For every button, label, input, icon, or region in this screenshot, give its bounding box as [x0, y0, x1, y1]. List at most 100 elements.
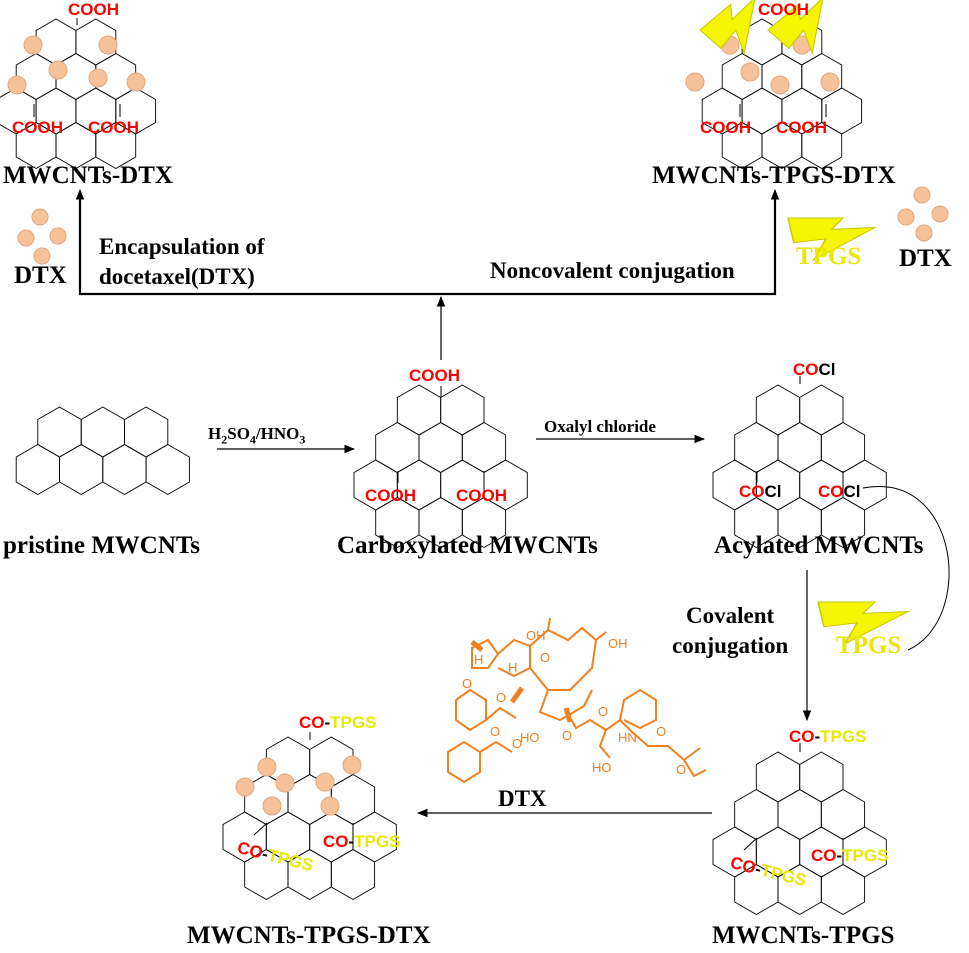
hexagon-ring — [418, 421, 463, 474]
step-noncovalent: Noncovalent conjugation — [490, 258, 735, 283]
label-mwcnts-tpgs-dtx-top: MWCNTs-TPGS-DTX — [652, 162, 896, 189]
label-pristine-mwcnts: pristine MWCNTs — [3, 532, 201, 559]
docetaxel-structure — [447, 617, 707, 784]
cl-part: Cl — [764, 482, 782, 501]
atom-ho: HO — [520, 730, 540, 745]
co-tpgs-label: CO-TPGS — [789, 727, 866, 747]
drug-particle — [49, 227, 67, 245]
group-bonds — [33, 18, 844, 851]
co-part: CO — [323, 832, 349, 851]
hexagon-ring — [461, 421, 507, 474]
tpgs-part: TPGS — [820, 727, 867, 746]
reagent-oxalyl-chloride: Oxalyl chloride — [544, 417, 656, 436]
drug-particle — [685, 72, 705, 92]
label-mwcnts-dtx: MWCNTs-DTX — [3, 162, 173, 189]
drug-particle — [915, 224, 933, 242]
atom-h: H — [508, 660, 517, 675]
co-tpgs-label: CO-TPGS — [811, 846, 888, 866]
hexagon-ring — [734, 788, 779, 841]
co-part: CO — [739, 482, 765, 501]
cooh-label: COOH — [68, 0, 119, 19]
hexagon-ring — [15, 443, 60, 496]
cooh-label: COOH — [365, 486, 416, 505]
bracket-line — [78, 198, 777, 296]
dash-part: - — [814, 727, 821, 746]
atom-hn: HN — [618, 730, 637, 745]
hexagon-ring — [330, 773, 376, 826]
atom-o: O — [540, 650, 550, 665]
cooh-label: COOH — [456, 486, 507, 505]
cocl-label: COCl — [739, 482, 782, 502]
hexagon-ring — [820, 788, 866, 841]
drug-particle — [88, 68, 108, 88]
drug-particle — [257, 757, 277, 777]
co-part: CO — [811, 846, 837, 865]
hexagon-ring — [799, 751, 844, 803]
cl-part: Cl — [818, 360, 836, 379]
hexagon-ring — [124, 406, 169, 458]
hexagon-ring — [734, 421, 779, 474]
drug-particle — [98, 35, 118, 55]
reagent-dtx-left: DTX — [14, 262, 67, 289]
hexagon-ring — [396, 384, 442, 436]
hexagon-ring — [461, 496, 507, 549]
hexagon-ring — [755, 384, 801, 436]
hexagon-ring — [777, 788, 822, 841]
hexagon-ring — [95, 121, 137, 170]
atom-o: O — [462, 676, 472, 691]
hexagon-ring — [820, 421, 866, 474]
cl-part: Cl — [843, 482, 861, 501]
drug-particle — [820, 72, 840, 92]
cooh-label: COOH — [758, 0, 809, 19]
reagent-acid-mix: H2SO4/HNO3 — [208, 424, 305, 447]
drug-particle — [31, 208, 49, 226]
cooh-label: COOH — [409, 366, 460, 385]
hexagon-ring — [801, 121, 843, 170]
step-encapsulation-line1: Encapsulation of — [99, 234, 265, 259]
tpgs-part: TPGS — [330, 713, 377, 732]
molecule-atoms: OH OH O O H H O O O HO O O HO HN O O — [462, 628, 686, 777]
co-tpgs-label: CO-TPGS — [323, 832, 400, 852]
drug-particle — [33, 247, 51, 265]
hexagon-ring — [755, 751, 801, 803]
arrows — [75, 188, 950, 818]
reagent-tpgs-top: TPGS — [796, 243, 862, 270]
label-acylated-mwcnts: Acylated MWCNTs — [714, 532, 924, 559]
dash-part: - — [348, 832, 355, 851]
hexagon-ring — [59, 443, 104, 496]
hexagon-ring — [799, 384, 844, 436]
tpgs-part: TPGS — [842, 846, 889, 865]
drug-particle — [48, 60, 68, 80]
hexagon-ring — [820, 496, 866, 549]
atom-o: O — [496, 690, 506, 705]
tpgs-part: TPGS — [354, 832, 401, 851]
drug-particle — [740, 62, 760, 82]
hexagon-ring — [35, 18, 77, 66]
hexagon-ring — [145, 443, 190, 496]
cooh-label: COOH — [776, 118, 827, 137]
drug-particle — [931, 205, 949, 223]
co-part: CO — [818, 482, 844, 501]
drug-particle — [275, 773, 295, 793]
reagent-dtx-right: DTX — [899, 245, 952, 272]
hexagon-ring — [440, 384, 485, 436]
label-mwcnts-tpgs: MWCNTs-TPGS — [712, 922, 895, 949]
co-part: CO — [299, 713, 325, 732]
drug-particle — [17, 229, 35, 247]
atom-ho: HO — [592, 760, 612, 775]
atom-h: H — [474, 652, 483, 667]
atom-o: O — [490, 724, 500, 739]
drug-particle — [262, 796, 282, 816]
drug-particle — [913, 186, 931, 204]
drug-particle — [315, 772, 335, 792]
co-tpgs-label: CO-TPGS — [299, 713, 376, 733]
cooh-label: COOH — [700, 118, 751, 137]
reagent-sub: 3 — [299, 432, 306, 447]
co-part: CO — [789, 727, 815, 746]
cocl-label: COCl — [818, 482, 861, 502]
step-encapsulation-line2: docetaxel(DTX) — [99, 264, 255, 289]
label-carboxylated-mwcnts: Carboxylated MWCNTs — [337, 532, 598, 559]
reagent-hno: /HNO — [255, 424, 300, 443]
